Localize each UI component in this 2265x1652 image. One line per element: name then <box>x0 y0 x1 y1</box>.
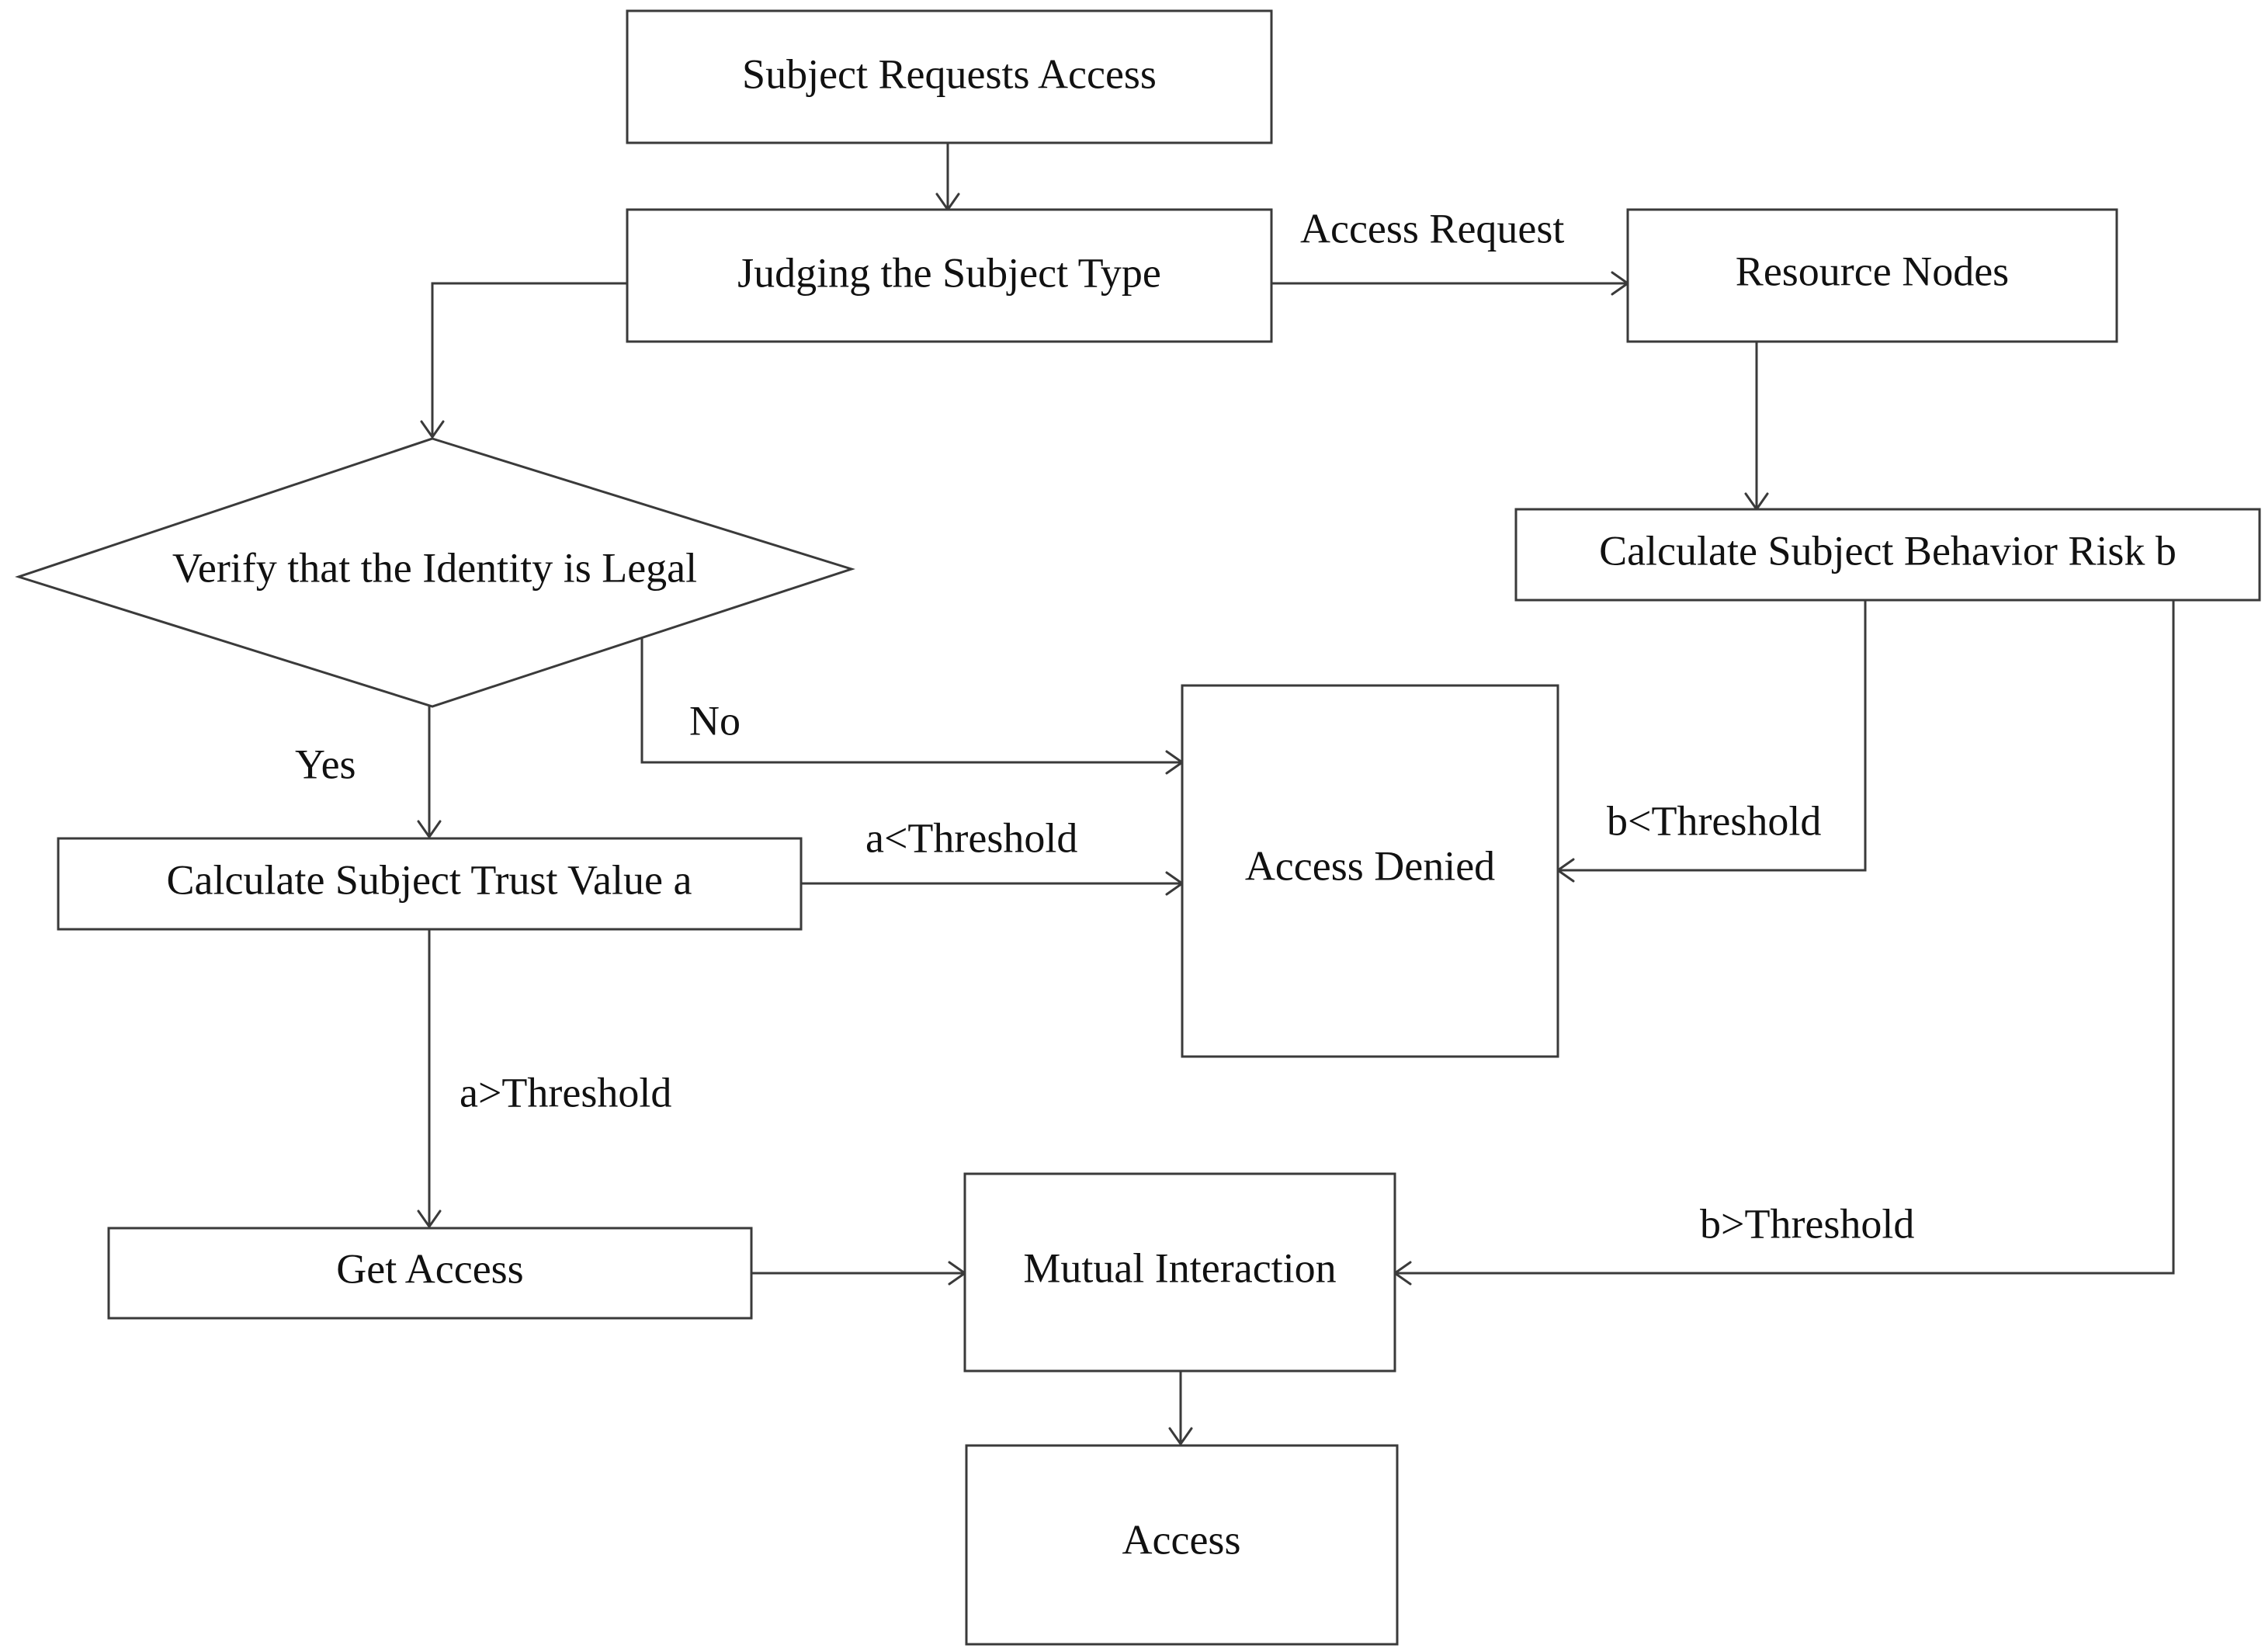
node-subject-requests-access: Subject Requests Access <box>626 9 1273 144</box>
decision-diamond <box>15 437 855 708</box>
edge-labels: Access Request No Yes a<Threshold b<Thre… <box>295 205 1914 1247</box>
edge-label-b-less-threshold: b<Threshold <box>1607 797 1821 844</box>
edge-verify-to-denied <box>640 638 1182 764</box>
node-label: Get Access <box>336 1245 523 1292</box>
node-calculate-trust-value: Calculate Subject Trust Value a <box>57 837 803 931</box>
node-calculate-behavior-risk: Calculate Subject Behavior Risk b <box>1514 508 2261 602</box>
node-label: Resource Nodes <box>1736 248 2009 294</box>
node-judging-subject-type: Judging the Subject Type <box>626 208 1273 343</box>
edge-label-a-greater-threshold: a>Threshold <box>460 1069 671 1116</box>
node-label: Mutual Interaction <box>1023 1244 1336 1291</box>
edge-risk-to-denied <box>1558 600 1867 872</box>
node-access: Access <box>965 1444 1399 1646</box>
edge-risk-to-mutual <box>1395 600 2175 1275</box>
arrowhead-get-access <box>417 1210 442 1228</box>
edges <box>417 143 2175 1446</box>
node-label: Subject Requests Access <box>742 50 1157 97</box>
node-label: Access Denied <box>1245 842 1495 889</box>
node-get-access: Get Access <box>107 1227 753 1320</box>
edge-label-yes: Yes <box>295 741 356 787</box>
node-label: Calculate Subject Behavior Risk b <box>1599 527 2177 574</box>
arrowhead-trust <box>417 820 442 838</box>
node-mutual-interaction: Mutual Interaction <box>963 1172 1396 1373</box>
edge-label-b-greater-threshold: b>Threshold <box>1700 1200 1914 1247</box>
edge-judging-to-verify <box>431 282 627 437</box>
node-resource-nodes: Resource Nodes <box>1626 208 2118 343</box>
node-access-denied: Access Denied <box>1181 684 1559 1058</box>
edge-label-no: No <box>689 697 741 744</box>
node-label: Judging the Subject Type <box>737 249 1161 296</box>
edge-label-access-request: Access Request <box>1300 205 1564 252</box>
node-label: Verify that the Identity is Legal <box>172 544 697 591</box>
node-label: Calculate Subject Trust Value a <box>167 856 692 903</box>
edge-label-a-less-threshold: a<Threshold <box>865 814 1077 861</box>
arrowhead-verify <box>420 420 445 439</box>
node-label: Access <box>1122 1516 1241 1563</box>
arrowhead-access <box>1168 1427 1193 1446</box>
node-verify-identity: Verify that the Identity is Legal <box>15 437 855 708</box>
